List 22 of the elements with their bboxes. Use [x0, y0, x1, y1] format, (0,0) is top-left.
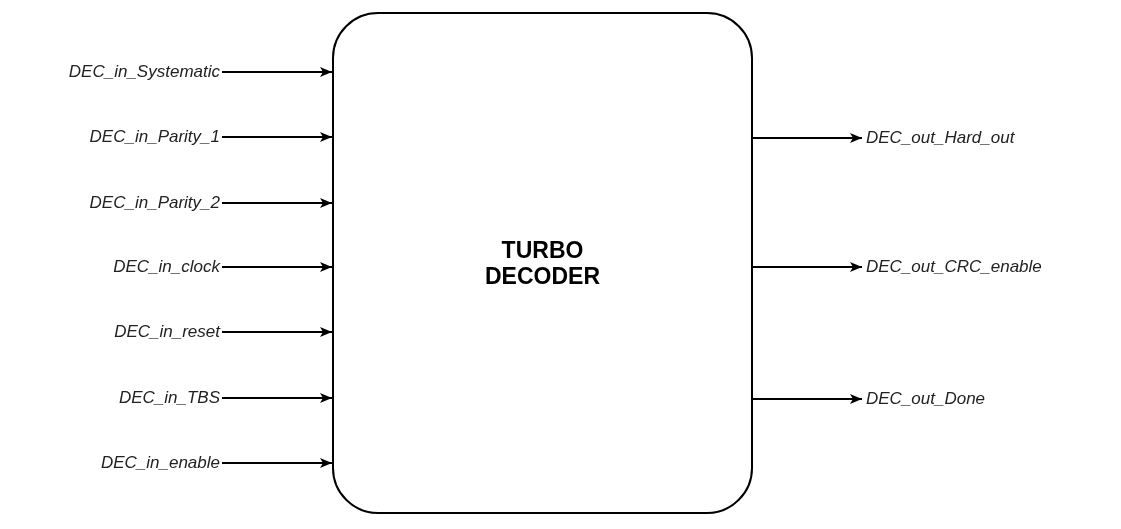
arrow [221, 327, 333, 337]
input-signal-label: DEC_in_reset [114, 322, 220, 342]
input-signal-label: DEC_in_enable [100, 453, 220, 473]
decoder-block [332, 12, 753, 514]
block-title: TURBO DECODER [484, 236, 601, 290]
arrow [221, 393, 333, 403]
arrow [752, 262, 863, 272]
input-signal-label: DEC_in_Parity_1 [89, 127, 220, 147]
input-signal-label: DEC_in_Systematic [68, 62, 220, 82]
arrow [221, 132, 333, 142]
input-signal-label: DEC_in_Parity_2 [89, 193, 220, 213]
arrow [752, 133, 863, 143]
output-signal-label: DEC_out_CRC_enable [866, 257, 1042, 277]
input-signal-label: DEC_in_clock [113, 257, 220, 277]
arrow [221, 67, 333, 77]
arrow [752, 394, 863, 404]
output-signal-label: DEC_out_Done [866, 389, 986, 409]
arrow [221, 198, 333, 208]
arrow [221, 262, 333, 272]
arrow [221, 458, 333, 468]
input-signal-label: DEC_in_TBS [118, 388, 220, 408]
output-signal-label: DEC_out_Hard_out [866, 128, 1015, 148]
